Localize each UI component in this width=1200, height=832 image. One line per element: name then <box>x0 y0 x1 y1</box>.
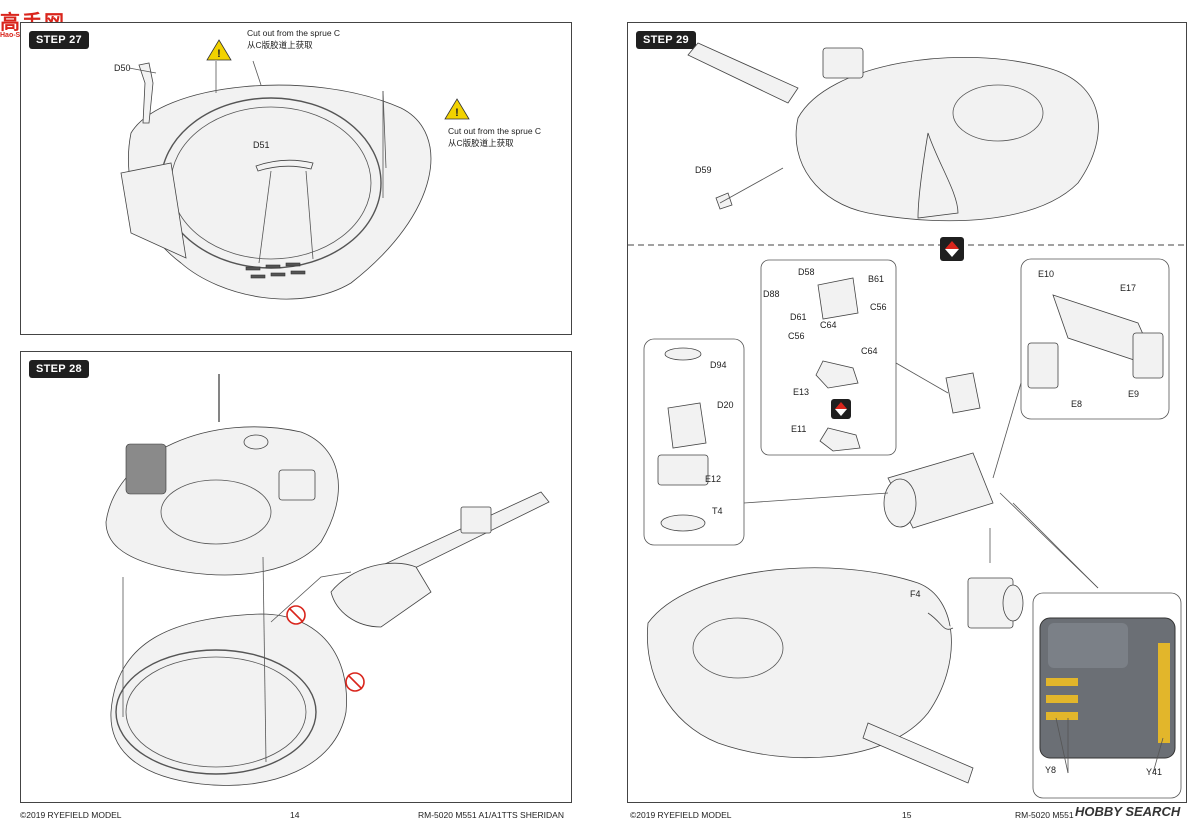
part-E10: E10 <box>1038 269 1055 279</box>
part-E17: E17 <box>1120 283 1137 293</box>
step29-drawing <box>628 42 1188 799</box>
part-D88: D88 <box>763 289 780 299</box>
part-E12: E12 <box>705 474 722 484</box>
part-D20: D20 <box>717 400 734 410</box>
sprue-note-2: Cut out from the sprue C 从C版胶道上获取 <box>448 126 542 148</box>
step29-panel: STEP 29 <box>627 22 1188 803</box>
step27-drawing: ! ! <box>120 39 470 300</box>
part-E11: E11 <box>791 424 807 434</box>
svg-text:!: ! <box>217 48 221 60</box>
part-B61: B61 <box>868 274 885 284</box>
footer-right-copyright: ©2019 RYEFIELD MODEL <box>630 810 732 820</box>
part-C56-a: C56 <box>870 302 887 312</box>
step28-drawing <box>105 374 550 786</box>
footer-left-page: 14 <box>290 810 300 820</box>
part-C56-b: C56 <box>788 331 805 341</box>
footer-left-copyright: ©2019 RYEFIELD MODEL <box>20 810 122 820</box>
part-E13: E13 <box>793 387 810 397</box>
part-D61: D61 <box>790 312 807 322</box>
footer-left-title: RM-5020 M551 A1/A1TTS SHERIDAN <box>418 810 564 820</box>
step29-label: STEP 29 <box>636 31 696 49</box>
part-Y8: Y8 <box>1045 765 1057 775</box>
part-F4: F4 <box>910 589 921 599</box>
step27-label: STEP 27 <box>29 31 89 49</box>
step28-label: STEP 28 <box>29 360 89 378</box>
svg-text:!: ! <box>455 107 459 119</box>
part-C64-a: C64 <box>820 320 837 330</box>
part-Y41: Y41 <box>1146 767 1163 777</box>
part-E9: E9 <box>1128 389 1140 399</box>
part-D51: D51 <box>253 140 270 150</box>
part-E8: E8 <box>1071 399 1083 409</box>
part-D59: D59 <box>695 165 712 175</box>
step27-panel: STEP 27 ! ! D50 D51 Cut out from the sp <box>20 22 572 335</box>
footer-right-title: RM-5020 M551 A1/A1TTS SHERIDAN <box>1015 810 1075 820</box>
part-T4: T4 <box>712 506 723 516</box>
footer-right-page: 15 <box>902 810 912 820</box>
hobby-search-watermark: HOBBY SEARCH <box>1075 804 1181 819</box>
part-D94: D94 <box>710 360 727 370</box>
part-C64-b: C64 <box>861 346 878 356</box>
part-D50: D50 <box>114 63 131 73</box>
sprue-note-1: Cut out from the sprue C 从C版胶道上获取 <box>247 28 341 50</box>
part-D58: D58 <box>798 267 815 277</box>
step28-panel: STEP 28 <box>20 351 572 803</box>
